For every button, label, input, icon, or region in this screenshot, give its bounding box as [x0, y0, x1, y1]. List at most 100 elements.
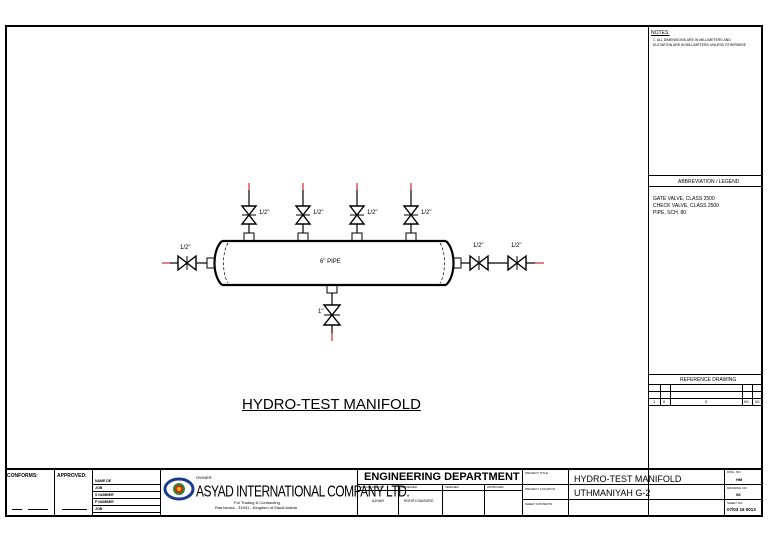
notes-text-2: ELEVATION ARE IN MILLIMETERS UNLESS OTHE…: [653, 43, 746, 47]
drawing-frame: [5, 25, 763, 517]
small-row-text: JOB: [95, 507, 103, 511]
dept-col-line: [484, 484, 485, 516]
dept-line: [357, 490, 522, 491]
valve-size-label: 1/2": [473, 243, 484, 249]
reference-col-line: [752, 384, 753, 405]
title-block-divider: [568, 468, 569, 516]
reference-cell: 0: [705, 399, 708, 404]
gate-valve-icon: [177, 254, 189, 272]
project-title-label: PROJECT TITLE: [525, 471, 548, 475]
manifold-diagram: [162, 183, 544, 341]
drawing-no: 08: [736, 492, 741, 497]
small-row-line: [92, 491, 160, 492]
title-block-divider: [92, 468, 93, 516]
title-block-divider: [54, 468, 55, 516]
check-valve-icon: [469, 254, 481, 272]
small-row-text: S NUMBER: [95, 493, 114, 497]
project-line: [522, 499, 724, 500]
dept-col-header: APPROVED: [487, 485, 504, 489]
title-block-top-line: [5, 468, 763, 470]
gate-valve-icon: [402, 205, 420, 217]
project-location: UTHMANIYAH G-2: [574, 488, 651, 498]
reference-cell: 0: [663, 399, 666, 404]
gate-valve-icon: [322, 304, 342, 317]
legend-top-line: [648, 175, 761, 176]
valve-size-label: 1/2": [313, 210, 324, 216]
legend-heading: ABBREVIATION / LEGEND: [678, 179, 740, 185]
reference-col-line: [670, 384, 671, 405]
valve-size-label: 1/2": [180, 245, 191, 251]
department-name: ENGINEERING DEPARTMENT: [364, 471, 520, 483]
dept-col-header: VERIFIED: [445, 485, 459, 489]
gate-valve-icon: [240, 205, 258, 217]
dept-col-header: REVIEWED: [401, 485, 418, 489]
small-row-text: P NUMBER: [95, 500, 114, 504]
dwg-no: HM: [736, 477, 743, 482]
gate-valve-icon: [348, 213, 366, 225]
bottom-branch: [322, 284, 342, 341]
drawing-no-label: DRAWING NO.: [727, 486, 748, 490]
title-block-divider: [357, 468, 358, 516]
pipe-label: 6" PIPE: [320, 259, 341, 265]
title-block-divider: [724, 468, 725, 516]
project-line: [522, 484, 724, 485]
gate-valve-icon: [507, 254, 519, 272]
dwg-line: [724, 499, 762, 500]
small-row-line: [92, 512, 160, 513]
valve-size-label: 1/2": [511, 243, 522, 249]
small-row-line: [92, 505, 160, 506]
top-branch-3: [348, 183, 366, 242]
gate-valve-icon: [185, 254, 197, 272]
approved-label: APPROVED:: [57, 473, 87, 479]
top-branch-4: [402, 183, 420, 242]
title-block-divider: [160, 468, 161, 516]
owner-label: OWNER:: [196, 475, 213, 480]
gate-valve-icon: [515, 254, 527, 272]
legend-item: GATE VALVE, CLASS 2500: [653, 196, 715, 202]
valve-size-label: 1/2": [421, 210, 432, 216]
sheet-no: 07/03 16 0013: [727, 507, 756, 512]
gate-valve-icon: [294, 205, 312, 217]
reference-col-line: [660, 384, 661, 405]
dwg-line: [724, 484, 762, 485]
valve-size-label: 1/2": [367, 210, 378, 216]
top-branch-2: [294, 183, 312, 242]
gate-valve-icon: [348, 205, 366, 217]
gate-valve-icon: [240, 213, 258, 225]
reference-top-line: [648, 374, 761, 375]
reference-cell: 1: [653, 399, 656, 404]
notes-heading: NOTES:: [651, 30, 670, 36]
dept-col-line: [398, 484, 399, 516]
right-branch: [452, 254, 544, 272]
sheet-no-label: SHEET NO.: [727, 501, 744, 505]
legend-item: CHECK VALVE, CLASS 2500: [653, 203, 719, 209]
dept-value: AZHAR: [372, 499, 384, 503]
title-block-divider: [522, 468, 523, 516]
company-address: Ras tanura - 31941 - Kingdom of Saudi Ar…: [215, 505, 297, 510]
drawing-title: HYDRO-TEST MANIFOLD: [242, 396, 421, 413]
company-name: ASYAD INTERNATIONAL COMPANY LTD.: [196, 482, 410, 501]
notes-panel-divider: [648, 27, 649, 515]
small-row-line: [92, 484, 160, 485]
conforms-label: CONFORMS:: [7, 473, 38, 479]
gate-valve-icon: [322, 313, 342, 326]
check-valve-icon: [477, 254, 489, 272]
gate-valve-icon: [294, 213, 312, 225]
signature-line: [12, 509, 22, 510]
reference-row-line: [648, 405, 761, 406]
project-location-label: PROJECT LOCATION: [525, 487, 555, 491]
notes-text-1: 1. ALL DIMENSIONS ARE IN MILLIMETERS AND: [653, 38, 731, 42]
reference-col-line: [742, 384, 743, 405]
dwg-no-label: DWG. NO.: [727, 470, 742, 474]
legend-item: PIPE, SCH. 80: [653, 210, 687, 216]
reference-heading-line: [648, 384, 761, 385]
small-row-text: JOB: [95, 486, 103, 490]
dept-line: [357, 484, 522, 485]
company-subtitle: For Trading & Contracting: [234, 500, 280, 505]
legend-heading-line: [648, 186, 761, 187]
reference-cell: 00: [755, 399, 760, 404]
dept-col-header: CALCULATED BY: [360, 485, 385, 489]
signature-line: [62, 509, 87, 510]
valve-size-label: 1/2": [259, 210, 270, 216]
small-row-text: NAME DE: [95, 479, 112, 483]
